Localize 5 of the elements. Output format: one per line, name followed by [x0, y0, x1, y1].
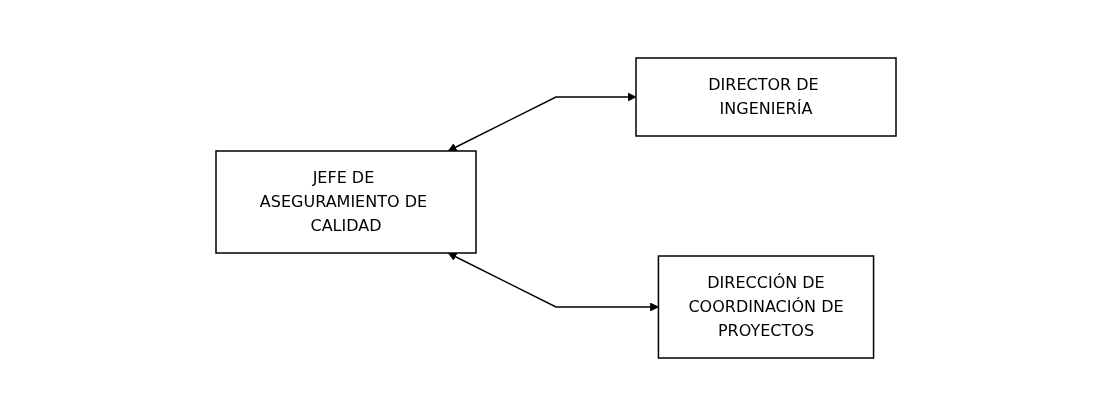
node-box: DIRECCIÓN DE COORDINACIÓN DE PROYECTOS — [657, 255, 875, 359]
node-box: JEFE DE ASEGURAMIENTO DE CALIDAD — [215, 150, 477, 254]
arrow — [447, 92, 637, 152]
arrow — [447, 252, 659, 312]
node-box: DIRECTOR DE INGENIERÍA — [635, 57, 897, 137]
